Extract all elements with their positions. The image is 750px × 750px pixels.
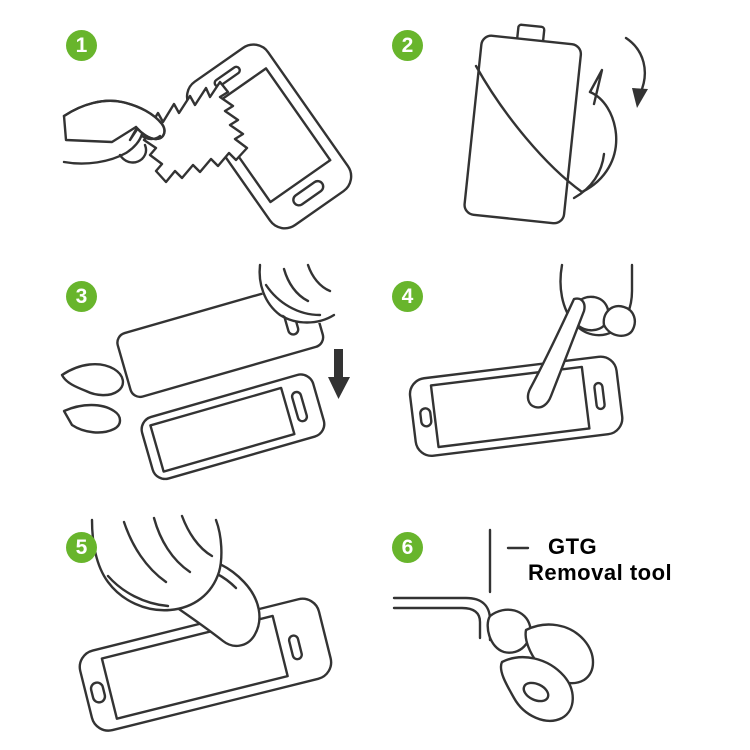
down-arrow xyxy=(328,349,350,399)
step-5-badge: 5 xyxy=(66,532,97,563)
removal-tool-label-line2: Removal tool xyxy=(528,560,673,585)
wipe-screen-illustration xyxy=(62,43,353,230)
phone-outline xyxy=(408,355,624,457)
step-2-number: 2 xyxy=(401,33,414,57)
phone-outline xyxy=(78,597,333,732)
right-hand xyxy=(256,263,364,324)
peeling-film xyxy=(474,64,618,200)
step-6-panel: 6 GTG Removal tool xyxy=(378,514,690,739)
step-5-number: 5 xyxy=(75,535,88,559)
step-4-panel: 4 xyxy=(378,263,690,488)
pinching-fingers xyxy=(499,623,595,722)
press-screen-illustration xyxy=(408,263,636,457)
index-finger xyxy=(526,297,586,409)
protector-sheet xyxy=(463,23,583,225)
step-3-number: 3 xyxy=(75,284,88,308)
peel-film-illustration xyxy=(463,23,648,225)
smoothing-hand xyxy=(90,514,223,612)
removal-tool-pick xyxy=(486,608,532,654)
removal-tool-label-line1: GTG xyxy=(548,534,598,559)
left-hand xyxy=(60,363,125,434)
cleaning-cloth xyxy=(128,80,249,184)
hand xyxy=(62,99,166,165)
smooth-film-illustration xyxy=(78,514,333,732)
step-1-badge: 1 xyxy=(66,30,97,61)
removal-tool-illustration xyxy=(392,528,595,722)
step-3-panel: 3 xyxy=(52,263,364,488)
thumbnail xyxy=(522,681,550,703)
step-4-badge: 4 xyxy=(392,281,423,312)
step-2-badge: 2 xyxy=(392,30,423,61)
step-2-panel: 2 xyxy=(378,12,690,237)
step-5-panel: 5 xyxy=(52,514,364,739)
pressing-hand xyxy=(526,263,636,409)
step-1-panel: 1 xyxy=(52,12,364,237)
curved-arrow xyxy=(624,36,648,108)
step-4-number: 4 xyxy=(401,284,414,308)
step-1-number: 1 xyxy=(75,33,88,57)
step-6-number: 6 xyxy=(401,535,414,559)
step-3-badge: 3 xyxy=(66,281,97,312)
step-6-badge: 6 xyxy=(392,532,423,563)
phone-outline xyxy=(140,373,326,481)
align-protector-illustration xyxy=(60,263,364,481)
